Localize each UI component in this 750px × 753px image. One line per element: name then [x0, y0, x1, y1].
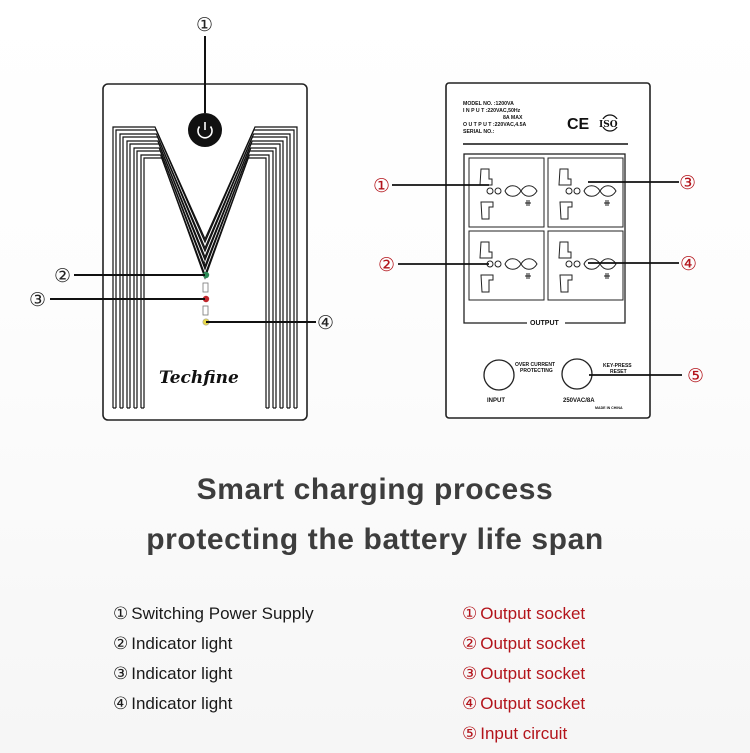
- output-sockets: [468, 157, 624, 301]
- protecting-label: PROTECTING: [520, 368, 553, 374]
- rear-panel: MODEL NO. :1200VA I N P U T :220VAC,50Hz…: [373, 82, 704, 419]
- callout-front-2: ②: [54, 265, 71, 287]
- ac-symbol-icon: ~: [199, 261, 209, 266]
- svg-text:ISO: ISO: [599, 120, 618, 130]
- m-pattern-line: [129, 143, 281, 408]
- legend-label: Indicator light: [131, 634, 233, 653]
- output-socket-4: [547, 230, 624, 301]
- power-button[interactable]: [188, 113, 222, 147]
- m-pattern-line: [115, 129, 295, 408]
- legend-label: Output socket: [480, 694, 586, 713]
- indicator-light-red: [202, 295, 210, 303]
- callout-rear-2: ②: [378, 254, 395, 276]
- legend-mark: ④: [113, 694, 129, 714]
- output-socket-3: [468, 230, 545, 301]
- reset-label: RESET: [610, 369, 627, 375]
- rating-label: 250VAC/8A: [563, 398, 595, 404]
- headline-line-2: protecting the battery life span: [146, 523, 604, 556]
- made-in-label: MADE IN CHINA: [595, 406, 623, 410]
- output-socket-1: [468, 157, 545, 228]
- legend-mark: ①: [113, 604, 129, 624]
- spec-output: O U T P U T :220VAC,4.5A: [463, 122, 526, 128]
- input-label: INPUT: [487, 398, 505, 404]
- over-current-label: OVER CURRENT: [515, 362, 555, 368]
- m-pattern-line: [119, 133, 291, 408]
- spec-input-max: 8A MAX: [503, 115, 523, 121]
- m-pattern-line: [133, 147, 277, 408]
- legend-mark: ①: [462, 604, 478, 624]
- callout-rear-5: ⑤: [687, 365, 704, 387]
- spec-input: I N P U T :220VAC,50Hz: [463, 108, 521, 114]
- callout-rear-3: ③: [679, 172, 696, 194]
- headline-line-1: Smart charging process: [196, 473, 554, 506]
- legend-label: Output socket: [480, 634, 586, 653]
- legend-mark: ④: [462, 694, 478, 714]
- legend-mark: ②: [113, 634, 129, 654]
- m-pattern-line: [126, 140, 284, 408]
- input-port[interactable]: [483, 359, 515, 391]
- ce-mark-icon: CE: [567, 116, 590, 133]
- legend-label: Output socket: [480, 664, 586, 683]
- m-pattern-line: [136, 150, 274, 408]
- spec-model: MODEL NO. :1200VA: [463, 101, 514, 107]
- callout-rear-4: ④: [680, 253, 697, 275]
- callout-front-1: ①: [196, 14, 213, 36]
- legend-mark: ③: [113, 664, 129, 684]
- key-press-label: KEY-PRESS: [603, 363, 632, 369]
- callout-rear-1: ①: [373, 175, 390, 197]
- m-pattern-line: [122, 136, 288, 408]
- spec-label: MODEL NO. :1200VA I N P U T :220VAC,50Hz…: [463, 101, 628, 145]
- indicator-light-green: [202, 271, 210, 279]
- m-pattern-decoration: [112, 126, 298, 409]
- legend-label: Output socket: [480, 604, 586, 623]
- reset-button[interactable]: [561, 358, 593, 390]
- spec-serial: SERIAL NO.:: [463, 129, 495, 135]
- legend-mark: ②: [462, 634, 478, 654]
- legend-label: Indicator light: [131, 694, 233, 713]
- legend-mark: ③: [462, 664, 478, 684]
- legend-label: Input circuit: [480, 724, 568, 743]
- output-label: OUTPUT: [530, 320, 560, 327]
- callout-front-3: ③: [29, 289, 46, 311]
- callout-front-4: ④: [317, 312, 334, 334]
- legend-label: Switching Power Supply: [131, 604, 314, 623]
- output-socket-2: [547, 157, 624, 228]
- power-icon: [197, 122, 213, 139]
- battery-symbol-icon: [202, 282, 209, 293]
- battery-symbol-icon: [202, 305, 209, 316]
- legend-label: Indicator light: [131, 664, 233, 683]
- legend-mark: ⑤: [462, 724, 478, 744]
- m-pattern-line: [112, 126, 298, 408]
- iso-mark-icon: ISO: [598, 114, 622, 132]
- brand-logo: Techfine: [159, 368, 239, 388]
- front-panel: ~ Techfine ① ② ③ ④: [29, 14, 334, 421]
